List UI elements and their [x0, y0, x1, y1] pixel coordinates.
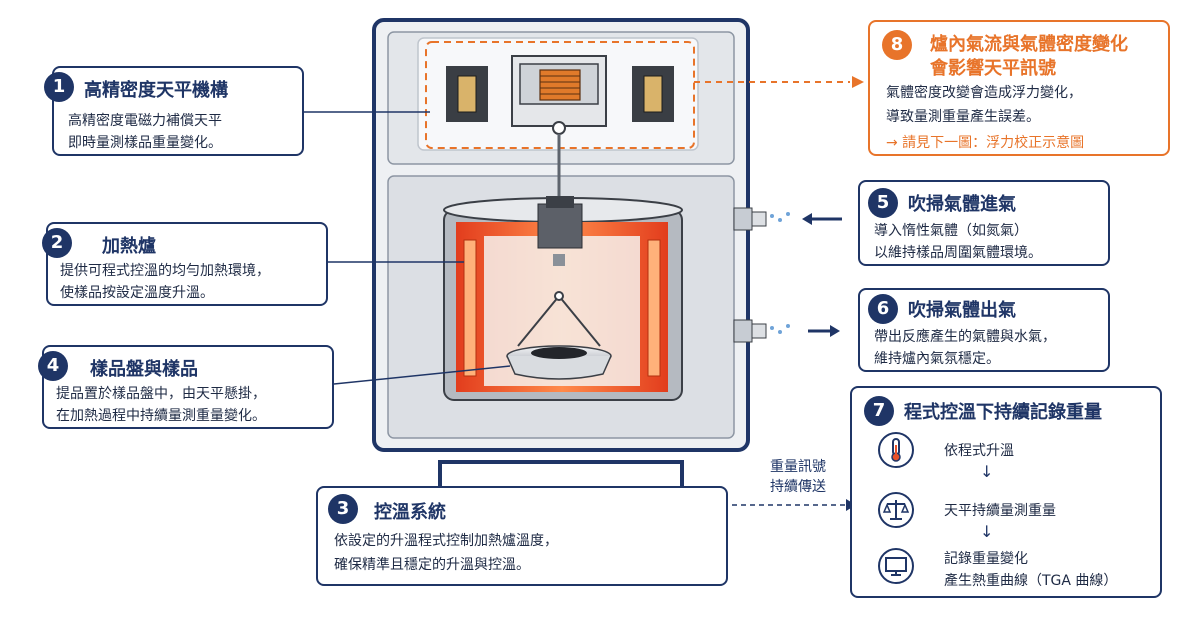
callout-title: 爐內氣流與氣體密度變化	[930, 34, 1128, 55]
callout-title: 吹掃氣體進氣	[908, 194, 1016, 215]
step-number-badge: 7	[864, 396, 894, 426]
callout-line: 高精密度電磁力補償天平	[68, 113, 222, 129]
step-text: 記錄重量變化	[944, 551, 1028, 567]
callout-line: 維持爐內氣氛穩定。	[874, 351, 1000, 367]
arrow-down-icon: ↓	[980, 462, 994, 481]
callout-furnace: 2 加熱爐 提供可程式控溫的均勻加熱環境， 使樣品按設定溫度升溫。	[42, 222, 328, 306]
magnet-left	[446, 66, 488, 122]
callout-purge-gas-outlet: 6 吹掃氣體出氣 帶出反應產生的氣體與水氣， 維持爐內氣氛穩定。	[858, 288, 1110, 372]
signal-label: 重量訊號	[770, 459, 826, 475]
callout-balance-mechanism: 1 高精密度天平機構 高精密度電磁力補償天平 即時量測樣品重量變化。	[44, 66, 304, 156]
callout-line: 使樣品按設定溫度升溫。	[60, 285, 214, 301]
step-text: 天平持續量測重量	[944, 503, 1056, 519]
callout-line: 在加熱過程中持續量測重量變化。	[56, 408, 266, 424]
callout-purge-gas-inlet: 5 吹掃氣體進氣 導入惰性氣體（如氮氣） 以維持樣品周圍氣體環境。	[858, 180, 1110, 266]
callout-line: 導致量測重量產生誤差。	[886, 109, 1040, 125]
callout-line: 即時量測樣品重量變化。	[68, 135, 222, 151]
callout-title: 程式控溫下持續記錄重量	[904, 402, 1102, 423]
gas-outlet-port	[733, 319, 840, 343]
step-text: 產生熱重曲線（TGA 曲線）	[944, 573, 1118, 589]
callout-title: 樣品盤與樣品	[90, 359, 198, 380]
arrow-down-icon: ↓	[980, 522, 994, 541]
callout-title: 控溫系統	[374, 502, 446, 523]
step-number-badge: 6	[868, 294, 898, 324]
step-number-badge: 8	[882, 30, 912, 60]
callout-line: 以維持樣品周圍氣體環境。	[874, 245, 1042, 261]
callout-weight-recording: 7 程式控溫下持續記錄重量 依程式升溫 ↓ 天平持續量測重量 ↓ 記錄重量變化 …	[850, 386, 1162, 598]
callout-temperature-control: 3 控溫系統 依設定的升溫程式控制加熱爐溫度， 確保精準且穩定的升溫與控溫。	[316, 486, 728, 586]
callout-line: 依設定的升溫程式控制加熱爐溫度，	[334, 533, 558, 549]
callout-title: 會影響天平訊號	[930, 58, 1056, 79]
callout-line: 導入惰性氣體（如氮氣）	[874, 223, 1028, 239]
gas-inlet-port	[733, 207, 842, 231]
balance-coil	[511, 55, 607, 135]
callout-airflow-density: 8 爐內氣流與氣體密度變化 會影響天平訊號 氣體密度改變會造成浮力變化， 導致量…	[868, 20, 1170, 156]
step-number-badge: 3	[328, 494, 358, 524]
callout-line: 提品置於樣品盤中，由天平懸掛，	[56, 386, 266, 402]
sample-pan	[506, 254, 612, 380]
callout-title: 高精密度天平機構	[84, 80, 228, 101]
signal-label: 持續傳送	[770, 479, 826, 495]
magnet-right	[632, 66, 674, 122]
step-number-badge: 4	[38, 351, 68, 381]
step-number-badge: 2	[42, 228, 72, 258]
callout-sample-pan: 4 樣品盤與樣品 提品置於樣品盤中，由天平懸掛， 在加熱過程中持續量測重量變化。	[38, 345, 334, 429]
thermometer-icon	[878, 432, 914, 468]
callout-line: 確保精準且穩定的升溫與控溫。	[334, 557, 530, 573]
callout-line: 提供可程式控溫的均勻加熱環境，	[60, 263, 270, 279]
callout-title: 吹掃氣體出氣	[908, 300, 1016, 321]
callout-note: → 請見下一圖：浮力校正示意圖	[886, 135, 1085, 151]
monitor-icon	[878, 548, 914, 584]
balance-scale-icon	[878, 492, 914, 528]
callout-line: 氣體密度改變會造成浮力變化，	[886, 85, 1082, 101]
step-number-badge: 1	[44, 72, 74, 102]
step-text: 依程式升溫	[944, 443, 1014, 459]
callout-title: 加熱爐	[102, 236, 156, 257]
step-number-badge: 5	[868, 188, 898, 218]
callout-line: 帶出反應產生的氣體與水氣，	[874, 329, 1056, 345]
